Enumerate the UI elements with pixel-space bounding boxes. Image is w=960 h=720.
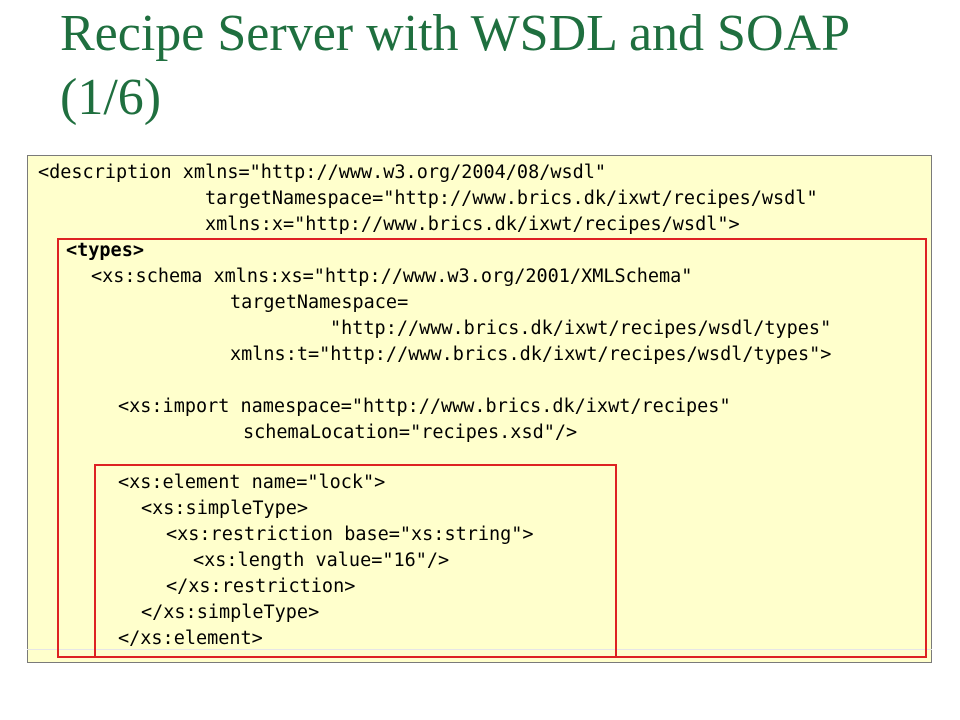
- code-line-schema: <xs:schema xmlns:xs="http://www.w3.org/2…: [91, 266, 693, 287]
- element-highlight-box: [94, 464, 617, 658]
- code-line-schema-location: schemaLocation="recipes.xsd"/>: [243, 422, 578, 443]
- code-line-simple-type-open: <xs:simpleType>: [141, 498, 309, 519]
- code-line-simple-type-close: </xs:simpleType>: [141, 602, 320, 623]
- divider: [27, 649, 932, 650]
- code-line-schema-target-namespace: targetNamespace=: [230, 292, 409, 313]
- code-line-schema-namespace-value: "http://www.brics.dk/ixwt/recipes/wsdl/t…: [330, 318, 832, 339]
- code-line-xmlns-x: xmlns:x="http://www.brics.dk/ixwt/recipe…: [205, 214, 740, 235]
- code-line-description: <description xmlns="http://www.w3.org/20…: [38, 162, 607, 183]
- code-line-length: <xs:length value="16"/>: [193, 550, 450, 571]
- code-line-import: <xs:import namespace="http://www.brics.d…: [118, 396, 731, 417]
- code-line-element-lock: <xs:element name="lock">: [118, 472, 386, 493]
- code-line-restriction-open: <xs:restriction base="xs:string">: [166, 524, 534, 545]
- code-line-element-close: </xs:element>: [118, 628, 263, 649]
- code-line-target-namespace: targetNamespace="http://www.brics.dk/ixw…: [205, 188, 818, 209]
- code-line-restriction-close: </xs:restriction>: [166, 576, 356, 597]
- code-line-types: <types>: [66, 240, 144, 261]
- slide-title: Recipe Server with WSDL and SOAP (1/6): [60, 5, 849, 126]
- code-line-xmlns-t: xmlns:t="http://www.brics.dk/ixwt/recipe…: [230, 344, 832, 365]
